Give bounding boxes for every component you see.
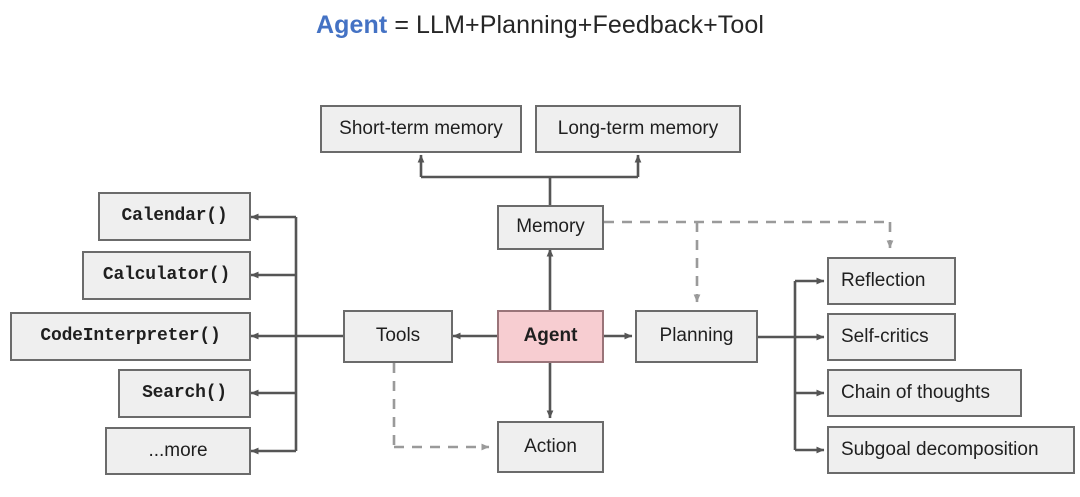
node-planning-subgoal-decomposition[interactable]: Subgoal decomposition (827, 426, 1075, 474)
node-agent[interactable]: Agent (497, 310, 604, 363)
node-tool-more[interactable]: ...more (105, 427, 251, 475)
node-label: Search() (142, 382, 227, 403)
node-label: Short-term memory (339, 117, 503, 139)
title-equation: = LLM+Planning+Feedback+Tool (394, 11, 765, 39)
page-title: Agent = LLM+Planning+Feedback+Tool (0, 8, 1080, 42)
node-tools[interactable]: Tools (343, 310, 453, 363)
node-planning-reflection[interactable]: Reflection (827, 257, 956, 305)
node-label: Memory (516, 216, 585, 238)
node-label: Calculator() (102, 264, 231, 285)
node-tool-codeinterpreter[interactable]: CodeInterpreter() (10, 312, 251, 361)
node-planning-chain-of-thoughts[interactable]: Chain of thoughts (827, 369, 1022, 417)
node-label: CodeInterpreter() (40, 325, 221, 346)
title-keyword: Agent (315, 11, 388, 39)
node-planning[interactable]: Planning (635, 310, 758, 363)
node-planning-self-critics[interactable]: Self-critics (827, 313, 956, 361)
node-label: Reflection (841, 269, 926, 291)
node-tool-calendar[interactable]: Calendar() (98, 192, 251, 241)
node-tool-calculator[interactable]: Calculator() (82, 251, 251, 300)
node-label: Agent (523, 325, 578, 347)
node-label: ...more (148, 439, 208, 461)
solid-edges (250, 154, 825, 455)
node-action[interactable]: Action (497, 421, 604, 473)
node-long-term-memory[interactable]: Long-term memory (535, 105, 741, 153)
node-label: Subgoal decomposition (841, 438, 1039, 460)
node-label: Action (524, 435, 577, 457)
node-label: Planning (659, 325, 734, 347)
node-label: Self-critics (841, 325, 929, 347)
node-tool-search[interactable]: Search() (118, 369, 251, 418)
node-label: Long-term memory (557, 117, 719, 139)
node-label: Calendar() (121, 205, 228, 226)
node-label: Tools (375, 325, 421, 347)
node-short-term-memory[interactable]: Short-term memory (320, 105, 522, 153)
node-label: Chain of thoughts (841, 381, 990, 403)
node-memory[interactable]: Memory (497, 205, 604, 250)
